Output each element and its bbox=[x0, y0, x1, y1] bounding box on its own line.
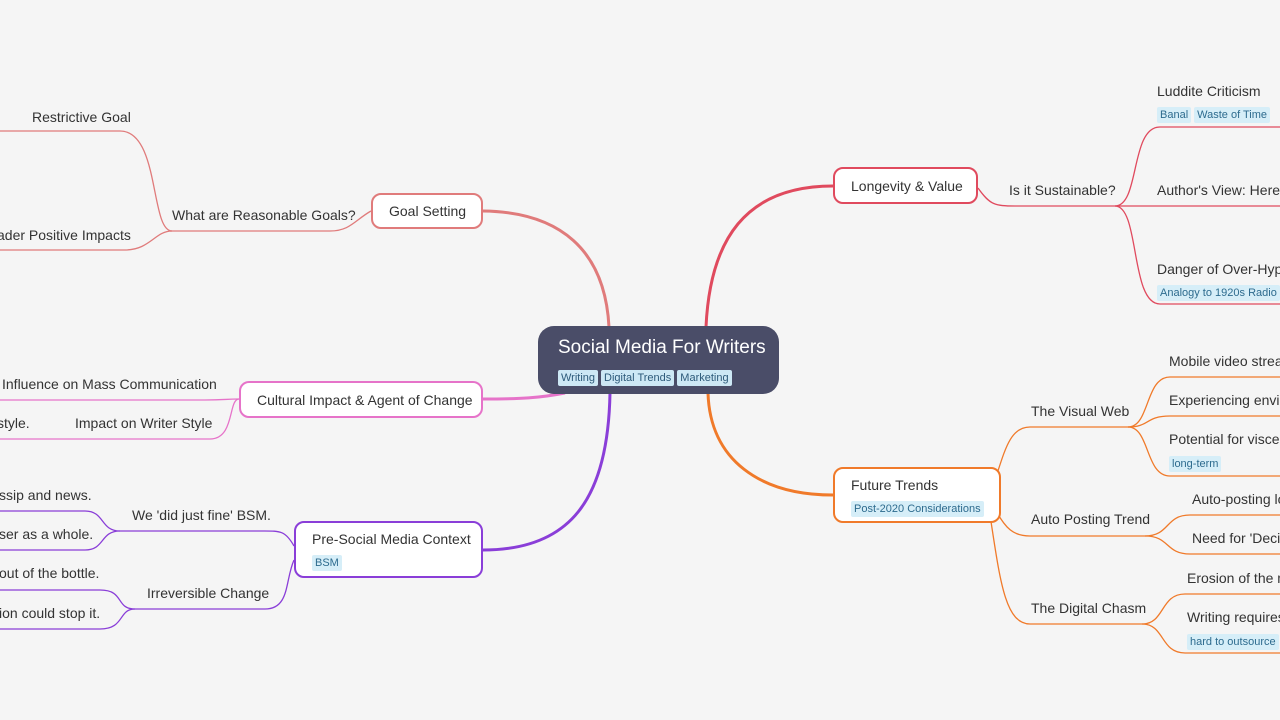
leaf-danger-over-hype[interactable]: Danger of Over-Hype bbox=[1157, 261, 1280, 277]
future-tags: Post-2020 Considerations bbox=[851, 499, 999, 517]
cultural-sublinks bbox=[0, 398, 240, 440]
leaf-auto-posting[interactable]: Auto-posting lo bbox=[1192, 491, 1280, 507]
node-cultural-impact[interactable]: Cultural Impact & Agent of Change bbox=[239, 381, 483, 418]
root-tag-writing[interactable]: Writing bbox=[558, 370, 599, 386]
potential-tags: long-term bbox=[1169, 454, 1224, 472]
link-root-cultural bbox=[482, 391, 566, 401]
link-irreversible-bottle bbox=[0, 589, 136, 610]
link-chasm-writing bbox=[1141, 623, 1280, 654]
longevity-label: Longevity & Value bbox=[851, 178, 963, 194]
leaf-gossip-news[interactable]: ssip and news. bbox=[0, 487, 92, 503]
leaf-potential-visceral[interactable]: Potential for viscer bbox=[1169, 431, 1280, 447]
tag-post-2020[interactable]: Post-2020 Considerations bbox=[851, 501, 984, 517]
tag-long-term[interactable]: long-term bbox=[1169, 456, 1222, 472]
longevity-links bbox=[704, 184, 834, 328]
root-title: Social Media For Writers bbox=[558, 337, 766, 358]
node-is-it-sustainable[interactable]: Is it Sustainable? bbox=[1009, 182, 1116, 198]
link-root-presocial bbox=[482, 392, 612, 552]
presocial-sublinks bbox=[0, 510, 295, 630]
leaf-experiencing[interactable]: Experiencing envir bbox=[1169, 392, 1280, 408]
leaf-out-of-bottle[interactable]: out of the bottle. bbox=[0, 565, 100, 581]
link-longevity-sustainable bbox=[977, 187, 1115, 207]
node-presocial-context[interactable]: Pre-Social Media Context BSM bbox=[294, 521, 483, 578]
presocial-links bbox=[482, 392, 612, 552]
node-future-trends[interactable]: Future Trends Post-2020 Considerations bbox=[833, 467, 1001, 523]
leaf-need-for-decid[interactable]: Need for 'Decid bbox=[1192, 530, 1280, 546]
node-longevity-value[interactable]: Longevity & Value bbox=[833, 167, 978, 204]
future-links bbox=[706, 392, 834, 497]
link-goal-reasonable bbox=[170, 210, 372, 232]
leaf-erosion[interactable]: Erosion of the m bbox=[1187, 570, 1280, 586]
link-presocial-didfine bbox=[120, 530, 295, 547]
link-didfine-gossip bbox=[0, 510, 121, 532]
presocial-label: Pre-Social Media Context bbox=[312, 531, 471, 547]
leaf-authors-view[interactable]: Author's View: Here t bbox=[1157, 182, 1280, 198]
link-sustainable-luddite bbox=[1114, 126, 1280, 207]
link-auto-autoposting bbox=[1144, 514, 1280, 537]
cultural-links bbox=[482, 391, 566, 401]
leaf-impact-writer-style[interactable]: Impact on Writer Style bbox=[75, 415, 213, 431]
tag-analogy-1920s-radio[interactable]: Analogy to 1920s Radio bbox=[1157, 285, 1280, 301]
root-tag-digital-trends[interactable]: Digital Trends bbox=[601, 370, 675, 386]
link-cultural-influence bbox=[0, 398, 240, 401]
leaf-could-stop-it[interactable]: ion could stop it. bbox=[0, 605, 101, 621]
node-digital-chasm[interactable]: The Digital Chasm bbox=[1031, 600, 1147, 616]
node-goal-setting[interactable]: Goal Setting bbox=[371, 193, 483, 229]
tag-hard-to-outsource[interactable]: hard to outsource bbox=[1187, 634, 1279, 650]
goal-setting-label: Goal Setting bbox=[389, 203, 467, 219]
link-root-longevity bbox=[704, 184, 834, 328]
link-reasonable-broader bbox=[0, 230, 173, 251]
presocial-tag-bsm[interactable]: BSM bbox=[312, 555, 342, 571]
link-chasm-erosion bbox=[1141, 593, 1280, 625]
link-future-visual bbox=[994, 426, 1128, 481]
link-root-future bbox=[706, 392, 834, 497]
link-presocial-irreversible bbox=[135, 559, 295, 610]
link-irreversible-stop bbox=[0, 608, 136, 630]
leaf-mobile-video[interactable]: Mobile video strea bbox=[1169, 353, 1280, 369]
node-reasonable-goals[interactable]: What are Reasonable Goals? bbox=[172, 207, 356, 223]
root-tag-marketing[interactable]: Marketing bbox=[677, 370, 732, 386]
link-future-chasm bbox=[989, 514, 1142, 625]
node-irreversible-change[interactable]: Irreversible Change bbox=[147, 585, 270, 601]
leaf-luddite-criticism[interactable]: Luddite Criticism bbox=[1157, 83, 1261, 99]
leaf-influence-mass-communication[interactable]: Influence on Mass Communication bbox=[2, 376, 217, 392]
tag-banal[interactable]: Banal bbox=[1157, 107, 1192, 123]
leaf-as-a-whole[interactable]: ser as a whole. bbox=[0, 526, 94, 542]
overhype-tags: Analogy to 1920s Radio bbox=[1157, 283, 1280, 301]
link-visual-potential bbox=[1127, 426, 1280, 477]
node-did-just-fine[interactable]: We 'did just fine' BSM. bbox=[132, 507, 271, 523]
tag-waste-of-time[interactable]: Waste of Time bbox=[1194, 107, 1271, 123]
node-visual-web[interactable]: The Visual Web bbox=[1031, 403, 1130, 419]
link-root-goal bbox=[482, 209, 611, 328]
longevity-sublinks bbox=[977, 126, 1280, 305]
link-didfine-whole bbox=[0, 530, 121, 551]
link-visual-mobile bbox=[1127, 376, 1280, 428]
presocial-tags: BSM bbox=[312, 553, 481, 571]
node-auto-posting-trend[interactable]: Auto Posting Trend bbox=[1031, 511, 1151, 527]
link-cultural-style bbox=[0, 398, 240, 440]
link-auto-decid bbox=[1144, 535, 1280, 555]
goal-setting-links bbox=[482, 209, 611, 328]
leaf-writing-requires[interactable]: Writing requires bbox=[1187, 609, 1280, 625]
future-label: Future Trends bbox=[851, 477, 939, 493]
link-reasonable-restrictive bbox=[0, 130, 173, 232]
writing-requires-tags: hard to outsource bbox=[1187, 632, 1280, 650]
leaf-broader-positive-impacts[interactable]: ader Positive Impacts bbox=[0, 227, 131, 243]
link-visual-experiencing bbox=[1127, 415, 1280, 428]
leaf-style-fragment[interactable]: style. bbox=[0, 415, 30, 431]
cultural-label: Cultural Impact & Agent of Change bbox=[257, 392, 473, 408]
leaf-restrictive-goal[interactable]: Restrictive Goal bbox=[32, 109, 131, 125]
goal-setting-sublinks bbox=[0, 130, 372, 251]
link-sustainable-overhype bbox=[1114, 205, 1280, 305]
